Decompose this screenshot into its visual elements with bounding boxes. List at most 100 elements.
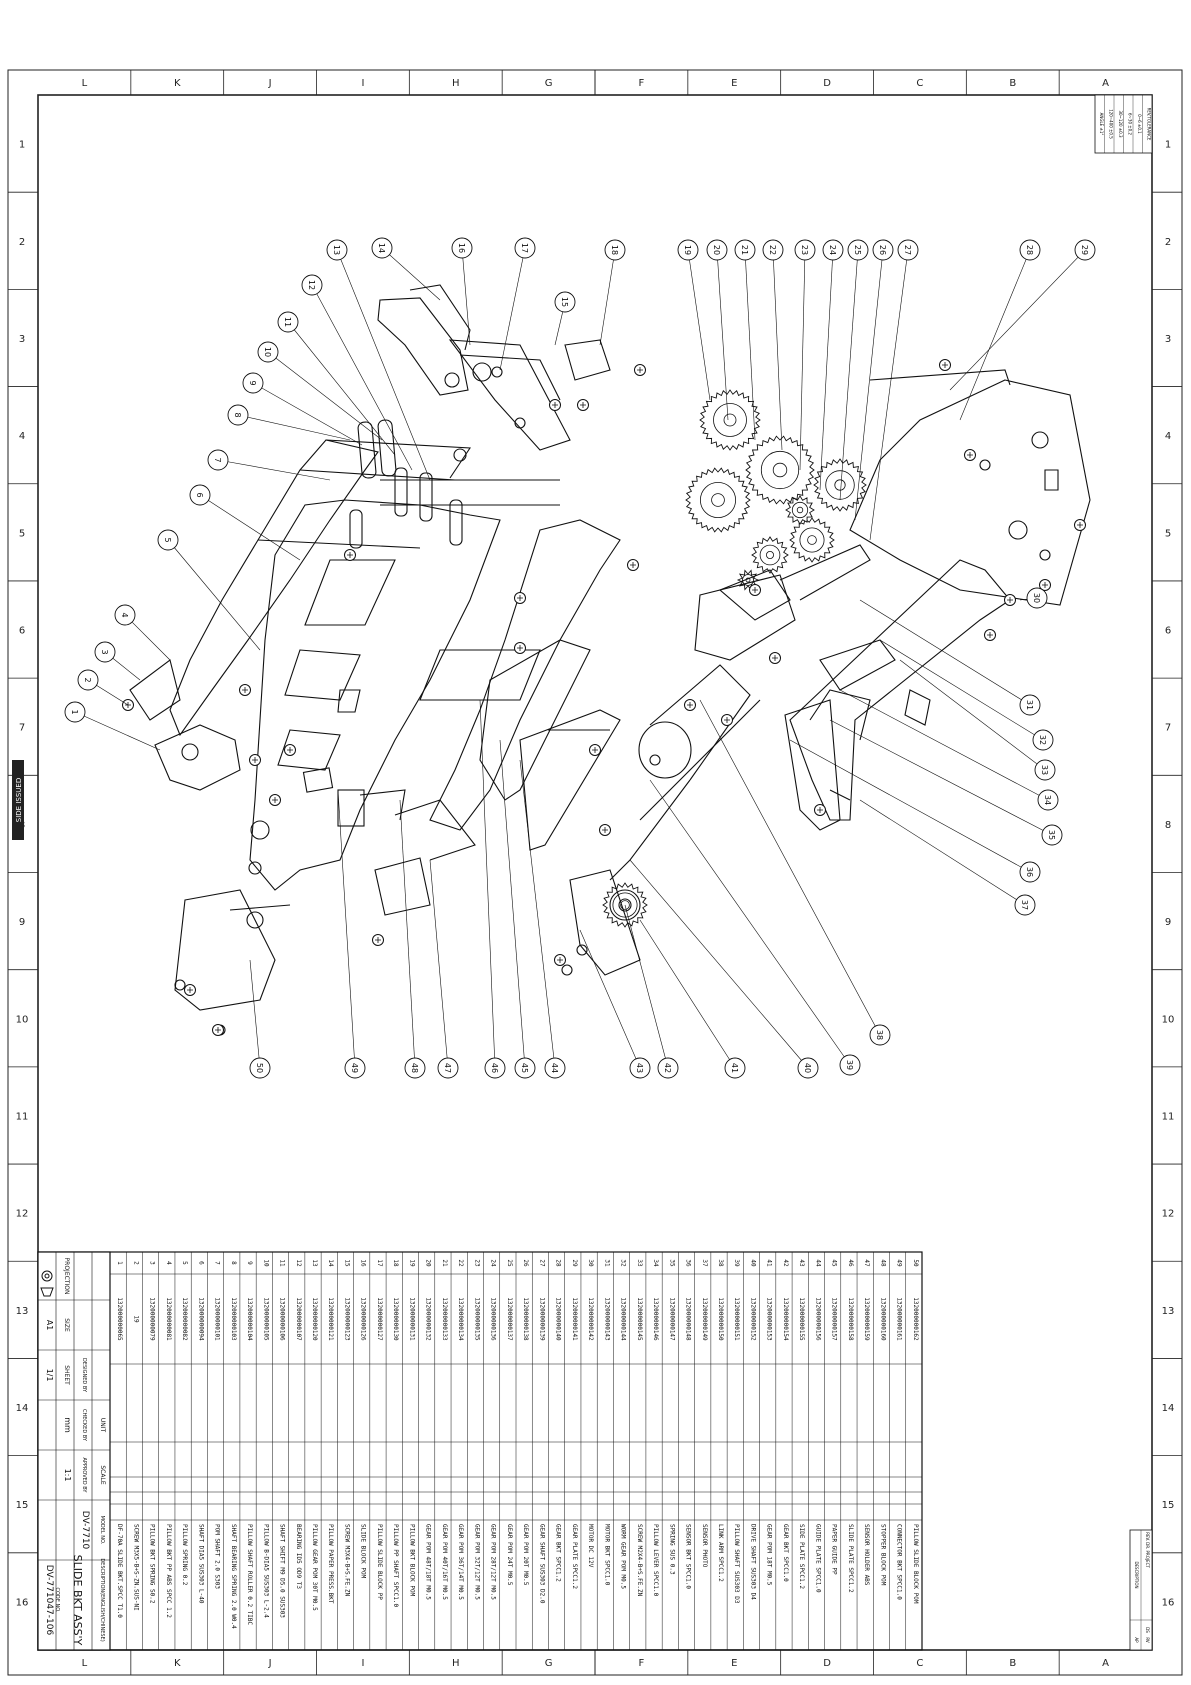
leader-line-43 <box>579 929 641 1069</box>
svg-text:SENSOR BKT SPCC1.0: SENSOR BKT SPCC1.0 <box>685 1524 692 1589</box>
svg-text:SENSOR HOLDER ABS: SENSOR HOLDER ABS <box>863 1524 870 1586</box>
svg-text:13: 13 <box>311 1259 318 1267</box>
svg-text:5: 5 <box>163 537 172 542</box>
svg-text:14: 14 <box>377 243 386 253</box>
callout-16: 16 <box>451 237 473 259</box>
leader-line-29 <box>949 249 1086 391</box>
svg-text:23: 23 <box>473 1259 480 1267</box>
grid-number-8: 8 <box>1165 820 1171 831</box>
svg-text:22: 22 <box>457 1259 464 1267</box>
approved-by-label: APPROVED BY <box>81 1457 87 1493</box>
svg-text:23: 23 <box>800 245 809 255</box>
gear-small-bottom <box>751 536 789 574</box>
grid-number-3: 3 <box>1165 334 1171 345</box>
bottom-left-bracket <box>174 889 291 1036</box>
callout-23: 23 <box>794 239 816 261</box>
svg-text:SHAFT SHIFT M9 D5.0 SUS303: SHAFT SHIFT M9 D5.0 SUS303 <box>279 1524 286 1618</box>
callout-8: 8 <box>227 404 249 426</box>
svg-text:18: 18 <box>610 245 619 255</box>
svg-text:PILLOW SPRING 0.2: PILLOW SPRING 0.2 <box>181 1524 188 1586</box>
screw <box>514 592 526 604</box>
svg-text:45: 45 <box>831 1259 838 1267</box>
gear-cluster <box>602 389 867 928</box>
svg-text:2: 2 <box>83 677 92 682</box>
svg-text:15: 15 <box>343 1259 350 1267</box>
callout-29: 29 <box>1074 239 1096 261</box>
grid-number-6: 6 <box>1165 626 1171 637</box>
svg-text:132000000151: 132000000151 <box>733 1297 740 1341</box>
screw <box>269 794 281 806</box>
rev-row: ANGLE ±1° <box>1099 113 1104 136</box>
callout-41: 41 <box>724 1057 746 1079</box>
grid-number-9: 9 <box>19 917 25 928</box>
svg-text:132000000146: 132000000146 <box>652 1297 659 1341</box>
svg-text:132000000101: 132000000101 <box>214 1297 221 1341</box>
svg-text:19: 19 <box>132 1315 139 1323</box>
scale-value: 1:1 <box>63 1469 72 1482</box>
gear-large-left <box>685 467 751 533</box>
grid-number-10: 10 <box>1162 1014 1175 1025</box>
leader-line-4 <box>124 614 171 661</box>
callout-3: 3 <box>94 641 116 663</box>
svg-text:34: 34 <box>1043 795 1052 805</box>
leader-line-17 <box>499 247 526 371</box>
grid-number-7: 7 <box>19 723 25 734</box>
svg-text:16: 16 <box>457 243 466 253</box>
svg-text:38: 38 <box>875 1030 884 1040</box>
svg-text:43: 43 <box>635 1063 644 1073</box>
svg-text:132000000149: 132000000149 <box>701 1297 708 1341</box>
grid-number-4: 4 <box>19 431 25 442</box>
svg-text:SLIDE BLOCK POM: SLIDE BLOCK POM <box>360 1524 367 1579</box>
grid-letter-D: D <box>823 78 831 89</box>
callout-20: 20 <box>706 239 728 261</box>
rev-row: 0~6 ±0.1 <box>1137 114 1142 134</box>
svg-text:GEAR SHAFT SUS303 D2.0: GEAR SHAFT SUS303 D2.0 <box>538 1524 545 1604</box>
svg-text:GEAR POM 40T/16T M0.5: GEAR POM 40T/16T M0.5 <box>441 1524 448 1600</box>
motor <box>609 569 791 881</box>
screw <box>1039 579 1051 591</box>
description-label: DESCRIPTION(ENGLISH/CHINESE) <box>99 1558 105 1641</box>
svg-text:132000000145: 132000000145 <box>636 1297 643 1341</box>
svg-text:132000000132: 132000000132 <box>425 1297 432 1341</box>
leader-line-22 <box>772 249 783 451</box>
svg-text:41: 41 <box>730 1063 739 1073</box>
leader-line-37 <box>859 799 1026 906</box>
svg-text:19: 19 <box>683 245 692 255</box>
callout-47: 47 <box>437 1057 459 1079</box>
grid-letter-H: H <box>452 1658 460 1669</box>
svg-text:132000000139: 132000000139 <box>538 1297 545 1341</box>
svg-text:4: 4 <box>165 1261 172 1265</box>
bottom-gear-bracket <box>561 869 641 976</box>
svg-text:GUIDE PLATE SPCC1.0: GUIDE PLATE SPCC1.0 <box>814 1524 821 1593</box>
grid-zones: LLKKJJIIHHGGFFEEDDCCBBAA1122334455667788… <box>8 70 1182 1675</box>
svg-text:50: 50 <box>912 1259 919 1267</box>
screw <box>1004 594 1016 606</box>
gear-medium-far-right <box>813 458 867 512</box>
screw <box>589 744 601 756</box>
svg-text:30: 30 <box>587 1259 594 1267</box>
svg-text:132000000162: 132000000162 <box>912 1297 919 1341</box>
grid-number-6: 6 <box>19 626 25 637</box>
leader-line-26 <box>854 249 884 521</box>
svg-text:CONNECTOR BKT SPCC1.0: CONNECTOR BKT SPCC1.0 <box>896 1524 903 1600</box>
screw <box>249 754 261 766</box>
svg-text:132000000137: 132000000137 <box>506 1297 513 1341</box>
callout-12: 12 <box>301 274 323 296</box>
svg-text:PILLOW PAPER PRESS.BKT: PILLOW PAPER PRESS.BKT <box>327 1524 334 1604</box>
grid-letter-E: E <box>731 1658 737 1669</box>
leader-lines <box>74 247 1086 1069</box>
callout-5: 5 <box>157 529 179 551</box>
leader-line-40 <box>629 859 809 1069</box>
grid-letter-I: I <box>361 1658 364 1669</box>
grid-letter-A: A <box>1102 1658 1109 1669</box>
